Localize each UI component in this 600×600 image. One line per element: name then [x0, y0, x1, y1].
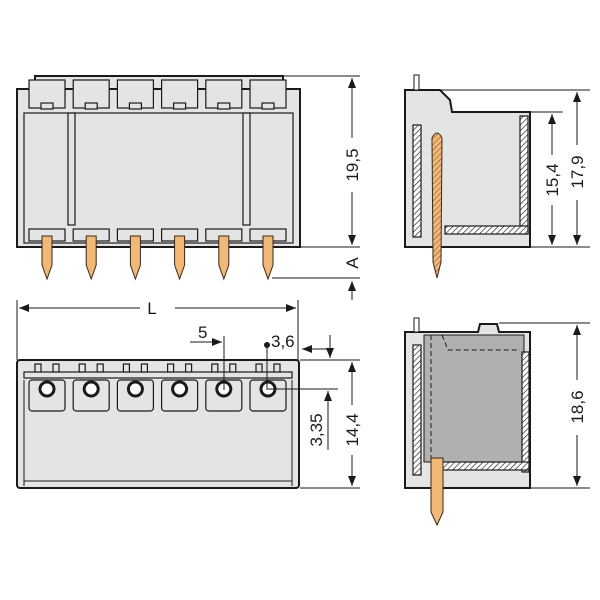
dim-overall-length: L: [147, 299, 156, 318]
dim-pitch: 5: [198, 323, 207, 342]
dim-side-height: 17,9: [568, 155, 587, 188]
dim-end-offset: 3,6: [271, 332, 295, 351]
dim-top-depth: 14,4: [343, 413, 362, 446]
pin: [41, 235, 53, 281]
dim-pin-length: A: [343, 257, 362, 269]
lower-section-view: 18,6: [404, 317, 590, 527]
dim-pin-row-offset: 3,35: [307, 413, 326, 446]
top-view: L 5 3,6 3,35 14,4: [16, 299, 362, 489]
side-section-view: 15,4 17,9: [404, 74, 590, 279]
front-view: 19,5 A: [16, 75, 362, 300]
pin: [174, 235, 186, 281]
pin: [129, 235, 141, 281]
dim-section-height: 18,6: [568, 390, 587, 423]
dim-side-inner-height: 15,4: [543, 163, 562, 196]
pin-hole: [82, 380, 100, 398]
pin-hole: [38, 380, 56, 398]
pin-hole: [171, 380, 189, 398]
pin: [218, 235, 230, 281]
pin: [262, 235, 274, 281]
pin: [85, 235, 97, 281]
dim-front-height: 19,5: [343, 148, 362, 181]
pin-hole: [126, 380, 144, 398]
